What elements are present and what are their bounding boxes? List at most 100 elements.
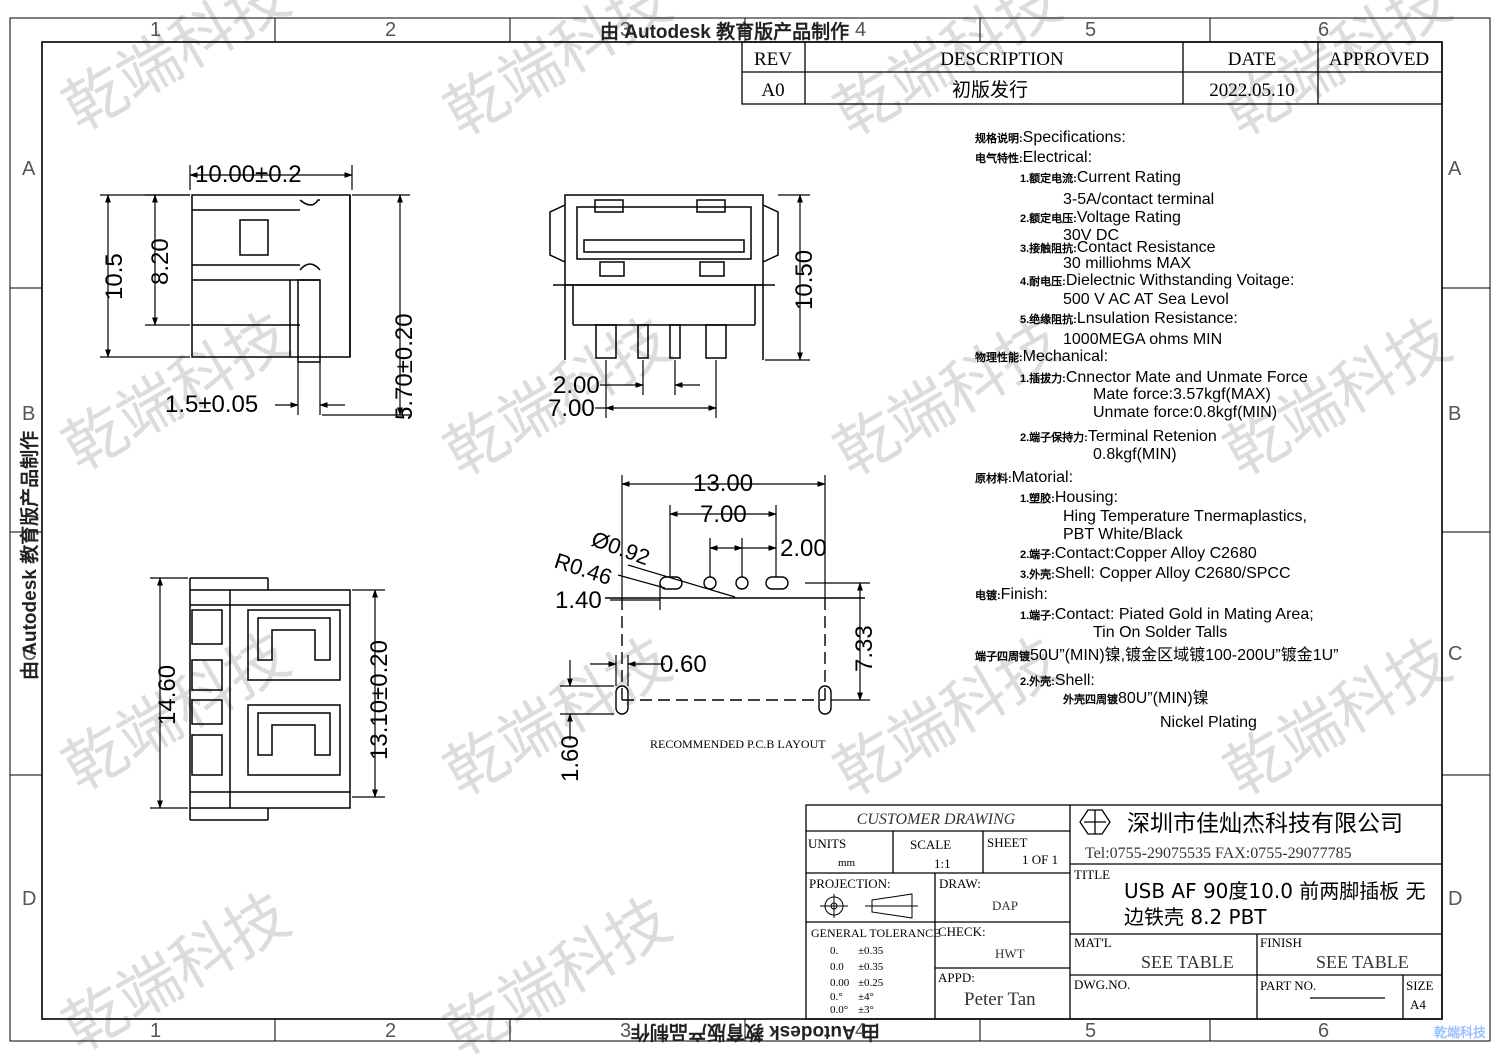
side-view-dims bbox=[100, 165, 410, 416]
spec-line: 500 V AC AT Sea Levol bbox=[1063, 291, 1229, 308]
row-label: C bbox=[1448, 643, 1462, 665]
row-label: A bbox=[1448, 158, 1462, 180]
specifications: 规格说明:Specifications:电气特性:Electrical:1.额定… bbox=[975, 129, 1339, 731]
tolerance-value: ±3° bbox=[858, 1004, 874, 1016]
front-view-dims bbox=[595, 194, 810, 418]
partno-label: PART NO. bbox=[1260, 978, 1316, 993]
spec-en-text: Unmate force:0.8kgf(MIN) bbox=[1093, 404, 1277, 421]
watermark-text: 乾端科技 bbox=[822, 303, 1073, 490]
dim-top-length: 14.60 bbox=[154, 665, 181, 725]
spec-cn-label: 4.耐电压: bbox=[1020, 274, 1066, 288]
appd-label: APPD: bbox=[938, 970, 975, 985]
spec-line: 1.插拔力:Cnnector Mate and Unmate Force bbox=[1020, 369, 1308, 386]
scale-label: SCALE bbox=[910, 837, 951, 852]
spec-line: Hing Temperature Tnermaplastics, bbox=[1063, 508, 1307, 525]
check-label: CHECK: bbox=[938, 924, 986, 939]
spec-line: 5.绝缘阻抗:Lnsulation Resistance: bbox=[1020, 310, 1238, 327]
spec-line: 端子四周镀50U”(MIN)镍,镀金区域镀100-200U”镀金1U” bbox=[975, 646, 1339, 664]
spec-line: 2.外壳:Shell: bbox=[1020, 672, 1095, 689]
dim-pcb-depth: 7.33 bbox=[851, 625, 878, 672]
finish-label: FINISH bbox=[1260, 935, 1302, 950]
finish-value: SEE TABLE bbox=[1316, 952, 1409, 972]
sheet-label: SHEET bbox=[987, 835, 1028, 850]
size-label: SIZE bbox=[1406, 978, 1434, 993]
dim-pcb-offset: 1.40 bbox=[555, 587, 602, 614]
row-label: C bbox=[22, 643, 36, 665]
spec-en-text: Mechanical: bbox=[1023, 348, 1108, 365]
spec-cn-label: 端子四周镀 bbox=[975, 649, 1031, 663]
appd-value: Peter Tan bbox=[964, 989, 1036, 1010]
spec-line: 规格说明:Specifications: bbox=[975, 129, 1126, 146]
spec-en-text: 50U”(MIN)镍,镀金区域镀100-200U”镀金1U” bbox=[1030, 646, 1339, 664]
spec-cn-label: 规格说明: bbox=[975, 131, 1023, 145]
spec-line: 3.外壳:Shell: Copper Alloy C2680/SPCC bbox=[1020, 565, 1291, 582]
row-label: B bbox=[22, 403, 35, 425]
spec-line: 原材料:Matorial: bbox=[975, 469, 1073, 486]
title-line-1: USB AF 90度10.0 前两脚插板 无 bbox=[1124, 879, 1426, 903]
spec-en-text: Tin On Solder Talls bbox=[1093, 624, 1227, 641]
bottom-banner: 由 Autodesk 教育版产品制作 bbox=[631, 1021, 880, 1044]
tolerance-value: ±0.25 bbox=[858, 977, 884, 989]
tolerance-key: 0.0° bbox=[830, 1004, 848, 1016]
front-view bbox=[549, 194, 779, 360]
draw-value: DAP bbox=[992, 898, 1018, 913]
column-label: 1 bbox=[150, 19, 161, 41]
dim-pcb-pin-span: 7.00 bbox=[700, 501, 747, 528]
spec-line: 2.额定电压:Voltage Rating bbox=[1020, 209, 1181, 226]
tolerance-value: ±0.35 bbox=[858, 945, 884, 957]
column-label: 2 bbox=[385, 19, 396, 41]
corner-logo: 乾端科技 bbox=[1434, 1025, 1487, 1040]
column-label: 1 bbox=[150, 1020, 161, 1042]
spec-line: 1.塑胶:Housing: bbox=[1020, 489, 1118, 506]
spec-en-text: Electrical: bbox=[1023, 149, 1092, 166]
spec-en-text: Current Rating bbox=[1077, 169, 1181, 186]
matl-value: SEE TABLE bbox=[1141, 952, 1234, 972]
column-label: 4 bbox=[855, 19, 866, 41]
spec-line: Tin On Solder Talls bbox=[1093, 624, 1227, 641]
spec-line: 1000MEGA ohms MIN bbox=[1063, 331, 1222, 348]
dim-pcb-width: 13.00 bbox=[693, 470, 753, 497]
dim-pcb-slot-length: 1.60 bbox=[557, 735, 584, 782]
date-header: DATE bbox=[1228, 49, 1277, 70]
watermark-text: 乾端科技 bbox=[50, 878, 301, 1060]
description-cell: 初版发行 bbox=[952, 79, 1028, 101]
spec-en-text: Contact:Copper Alloy C2680 bbox=[1055, 545, 1257, 562]
tolerance-value: ±0.35 bbox=[858, 961, 884, 973]
tolerance-label: GENERAL TOLERANCE bbox=[811, 926, 940, 940]
spec-en-text: Hing Temperature Tnermaplastics, bbox=[1063, 508, 1307, 525]
spec-en-text: 500 V AC AT Sea Levol bbox=[1063, 291, 1229, 308]
frame-labels: 1 2 3 4 5 6 1 2 3 4 5 6 A B C D A B C D bbox=[22, 19, 1462, 1042]
spec-line: Nickel Plating bbox=[1160, 714, 1257, 731]
company-logo-icon bbox=[1079, 809, 1111, 835]
spec-line: PBT White/Black bbox=[1063, 526, 1184, 543]
spec-line: 30V DC bbox=[1063, 227, 1119, 244]
spec-line: 1.额定电流:Current Rating bbox=[1020, 169, 1181, 186]
pcb-layout-label: RECOMMENDED P.C.B LAYOUT bbox=[650, 737, 826, 751]
spec-line: 0.8kgf(MIN) bbox=[1093, 446, 1177, 463]
side-banner: 由 Autodesk 教育版产品制作 bbox=[18, 431, 41, 680]
spec-en-text: Matorial: bbox=[1012, 469, 1073, 486]
row-label: A bbox=[22, 158, 36, 180]
spec-line: 4.耐电压:Dielectnic Withstanding Voitage: bbox=[1020, 272, 1294, 289]
spec-line: 2.端子:Contact:Copper Alloy C2680 bbox=[1020, 545, 1257, 562]
spec-cn-label: 1.额定电流: bbox=[1020, 171, 1077, 185]
tolerance-value: ±4° bbox=[858, 991, 874, 1003]
dim-front-pin-pitch: 2.00 bbox=[553, 372, 600, 399]
spec-cn-label: 1.塑胶: bbox=[1020, 491, 1055, 505]
description-header: DESCRIPTION bbox=[940, 49, 1064, 70]
dim-pcb-pin-pitch: 2.00 bbox=[780, 535, 827, 562]
tolerance-key: 0.° bbox=[830, 991, 843, 1003]
draw-label: DRAW: bbox=[939, 876, 981, 891]
spec-en-text: Shell: Copper Alloy C2680/SPCC bbox=[1055, 565, 1291, 582]
dim-side-height-body: 8.20 bbox=[147, 238, 174, 285]
top-view-dims bbox=[150, 577, 385, 809]
projection-label: PROJECTION: bbox=[809, 876, 891, 891]
dim-side-pin-height: 5.70±0.20 bbox=[391, 313, 418, 420]
side-view bbox=[191, 194, 351, 363]
spec-line: Unmate force:0.8kgf(MIN) bbox=[1093, 404, 1277, 421]
dim-front-height: 10.50 bbox=[791, 250, 818, 310]
rev-header: REV bbox=[754, 49, 792, 70]
row-label: D bbox=[1448, 888, 1462, 910]
spec-en-text: Dielectnic Withstanding Voitage: bbox=[1066, 272, 1295, 289]
